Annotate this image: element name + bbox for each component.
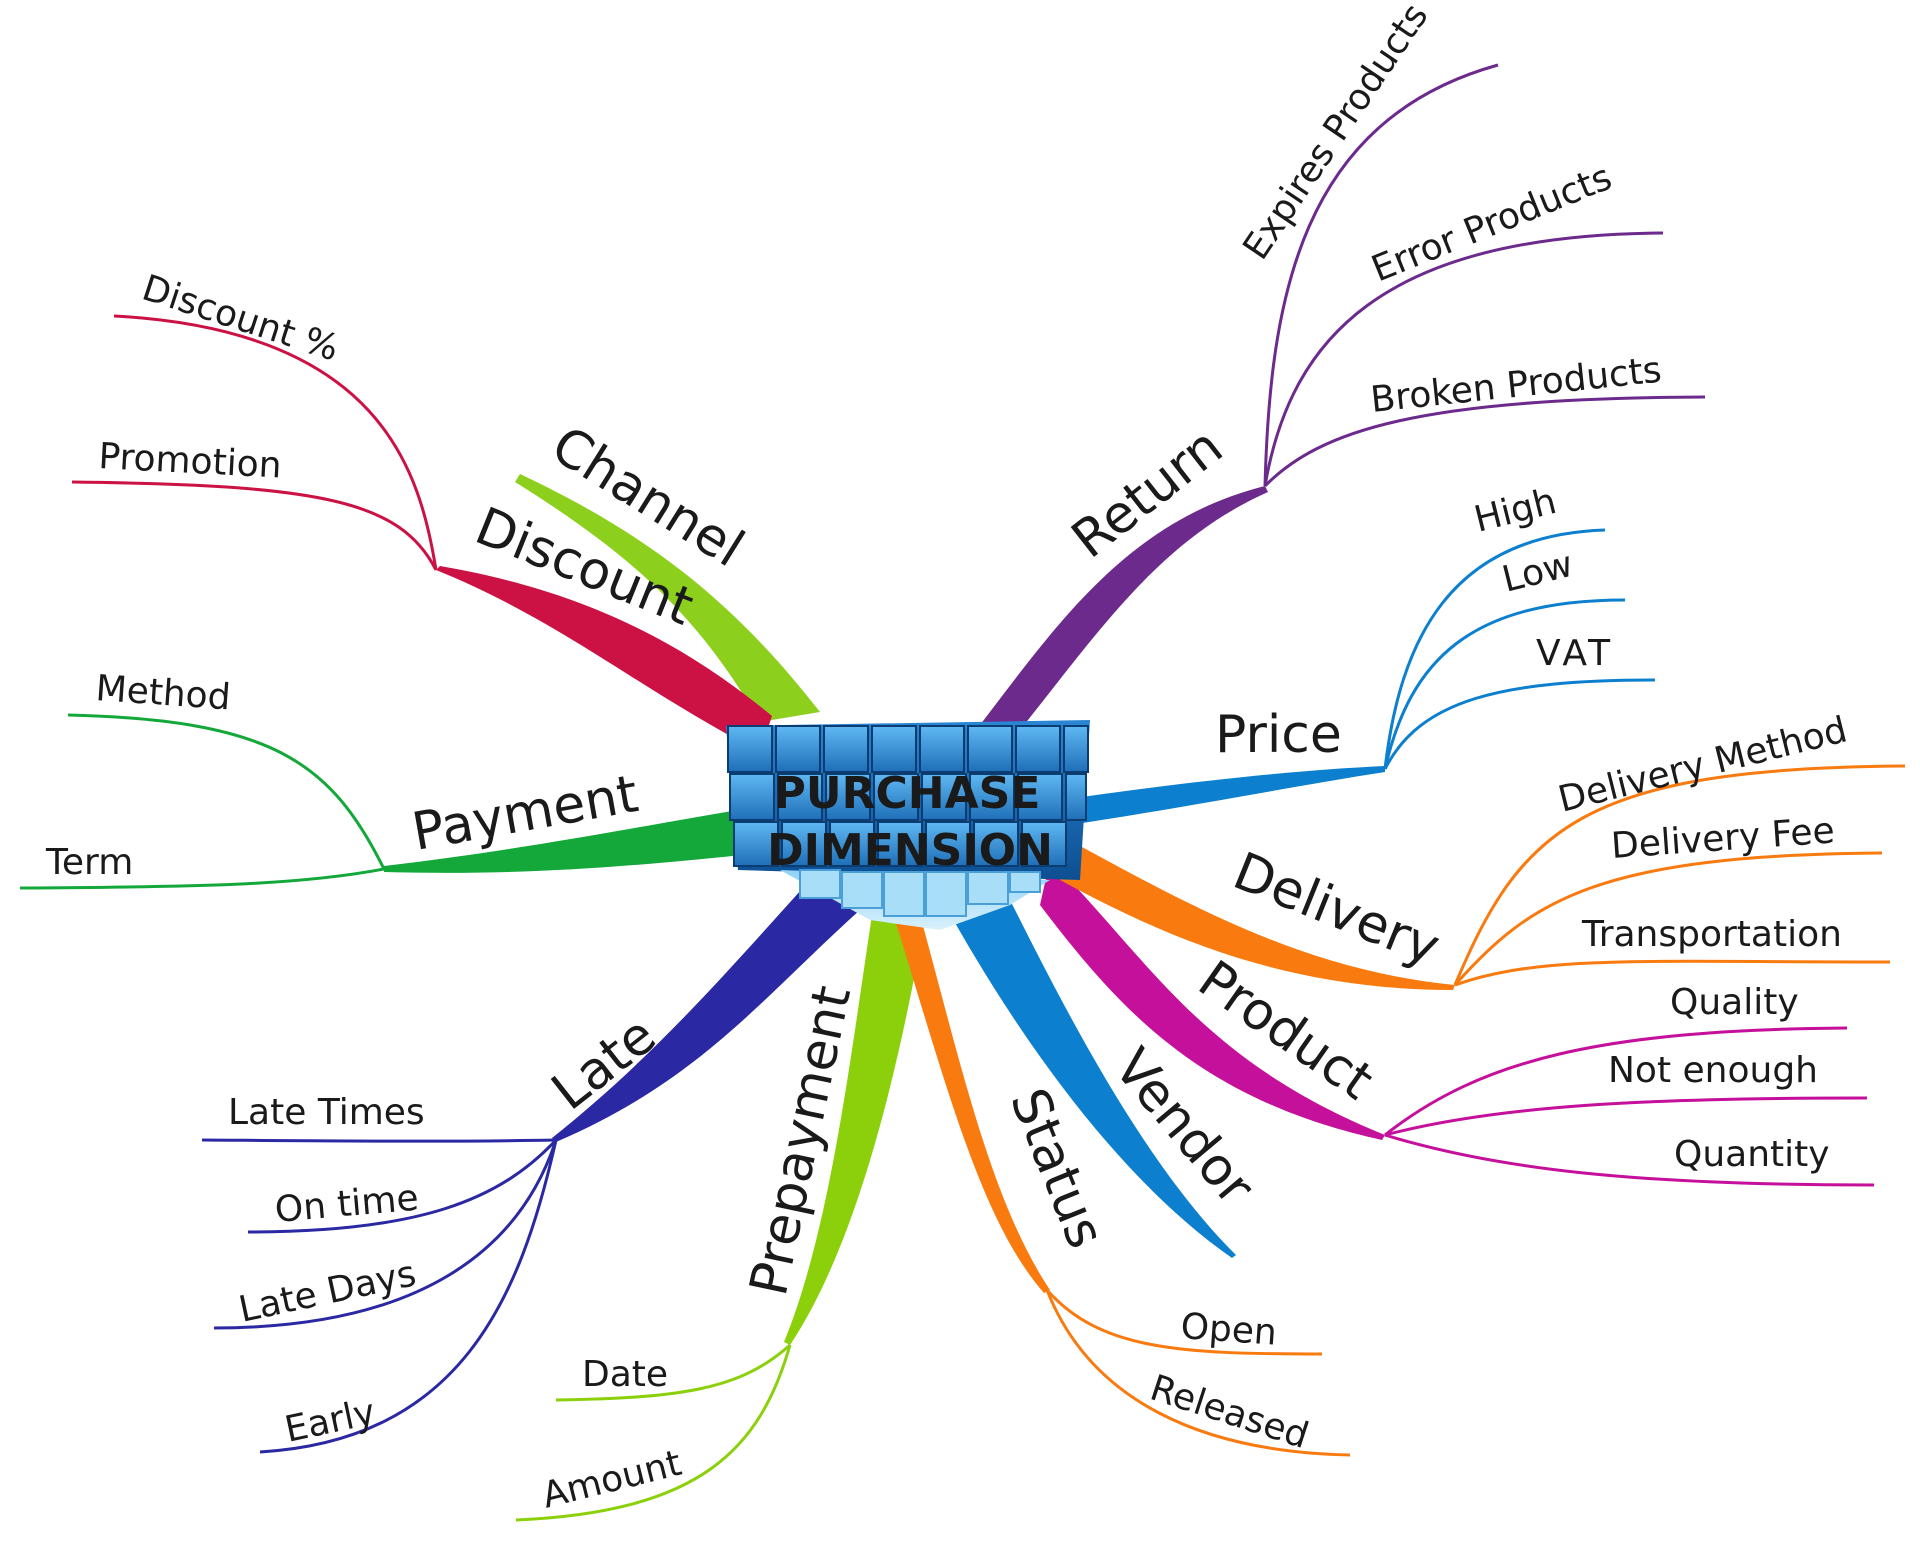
discount-ribbon bbox=[436, 566, 772, 752]
sub-label-transportation: Transportation bbox=[1581, 914, 1842, 955]
late-sub-line-late-days bbox=[213, 1139, 558, 1330]
vendor-ribbon bbox=[945, 880, 1236, 1258]
sub-label-early: Early bbox=[281, 1392, 378, 1451]
discount-sub-line-discount-pct bbox=[113, 314, 438, 571]
delivery-sub-line-delivery-method bbox=[1453, 764, 1906, 986]
sub-label-delivery-method: Delivery Method bbox=[1554, 709, 1851, 820]
channel-ribbon bbox=[515, 474, 820, 722]
late-sub-line-early bbox=[259, 1139, 558, 1454]
price-ribbon bbox=[1060, 766, 1385, 825]
price-sub-line-vat bbox=[1383, 678, 1656, 770]
price-sub-line-high bbox=[1383, 528, 1606, 770]
sub-label-on-time: On time bbox=[273, 1178, 420, 1231]
sub-label-quality: Quality bbox=[1670, 982, 1799, 1023]
payment-ribbon bbox=[384, 810, 742, 873]
delivery-sub-line-transportation bbox=[1454, 959, 1891, 987]
center-cube: PURCHASE DIMENSION bbox=[726, 720, 1090, 930]
product-sub-line-quantity bbox=[1384, 1133, 1875, 1187]
sub-label-date: Date bbox=[582, 1354, 668, 1395]
discount-sub-line-promotion bbox=[71, 480, 438, 571]
main-branch-ribbons bbox=[384, 474, 1455, 1345]
prepayment-ribbon bbox=[784, 915, 925, 1345]
center-title-line2: DIMENSION bbox=[767, 825, 1053, 876]
late-ribbon bbox=[552, 880, 860, 1142]
product-ribbon bbox=[1040, 860, 1385, 1140]
sub-branch-lines bbox=[19, 63, 1906, 1522]
product-sub-line-quality bbox=[1384, 1026, 1848, 1137]
prepayment-sub-line-amount bbox=[515, 1344, 792, 1522]
sub-label-vat: VAT bbox=[1536, 633, 1614, 674]
delivery-ribbon bbox=[1060, 835, 1455, 990]
center-title-line1: PURCHASE bbox=[774, 768, 1041, 819]
sub-label-expires-products: Expires Products bbox=[1235, 0, 1436, 267]
sub-label-error-products: Error Products bbox=[1366, 157, 1617, 290]
sub-label-broken-products: Broken Products bbox=[1369, 350, 1664, 421]
sub-label-term: Term bbox=[45, 842, 133, 883]
branch-label-price: Price bbox=[1215, 705, 1342, 765]
sub-label-released: Released bbox=[1145, 1368, 1313, 1458]
status-sub-line-open bbox=[1045, 1289, 1323, 1356]
payment-sub-line-term bbox=[19, 867, 385, 890]
price-sub-line-low bbox=[1383, 598, 1626, 770]
status-sub-line-released bbox=[1045, 1289, 1351, 1457]
sub-label-discount-pct: Discount % bbox=[137, 268, 343, 370]
status-ribbon bbox=[895, 915, 1050, 1293]
sub-label-delivery-fee: Delivery Fee bbox=[1610, 810, 1836, 867]
delivery-sub-line-delivery-fee bbox=[1453, 851, 1883, 986]
payment-sub-line-method bbox=[67, 713, 386, 870]
late-sub-line-on-time bbox=[247, 1138, 558, 1234]
sub-label-open: Open bbox=[1179, 1306, 1278, 1354]
sub-label-promotion: Promotion bbox=[98, 436, 283, 487]
sub-label-quantity: Quantity bbox=[1674, 1134, 1830, 1175]
product-sub-line-not-enough bbox=[1384, 1096, 1868, 1137]
sub-label-high: High bbox=[1470, 481, 1560, 541]
prepayment-sub-line-date bbox=[555, 1343, 792, 1402]
return-sub-line-broken-products bbox=[1263, 395, 1706, 488]
sub-label-method: Method bbox=[94, 668, 232, 718]
sub-label-late-times: Late Times bbox=[228, 1092, 425, 1133]
sub-label-low: Low bbox=[1498, 544, 1577, 601]
return-sub-line-expires-products bbox=[1263, 63, 1499, 487]
sub-label-amount: Amount bbox=[538, 1443, 685, 1517]
sub-label-not-enough: Not enough bbox=[1608, 1050, 1818, 1091]
return-sub-line-error-products bbox=[1263, 231, 1664, 487]
late-sub-line-late-times bbox=[201, 1138, 557, 1143]
return-ribbon bbox=[980, 486, 1268, 730]
